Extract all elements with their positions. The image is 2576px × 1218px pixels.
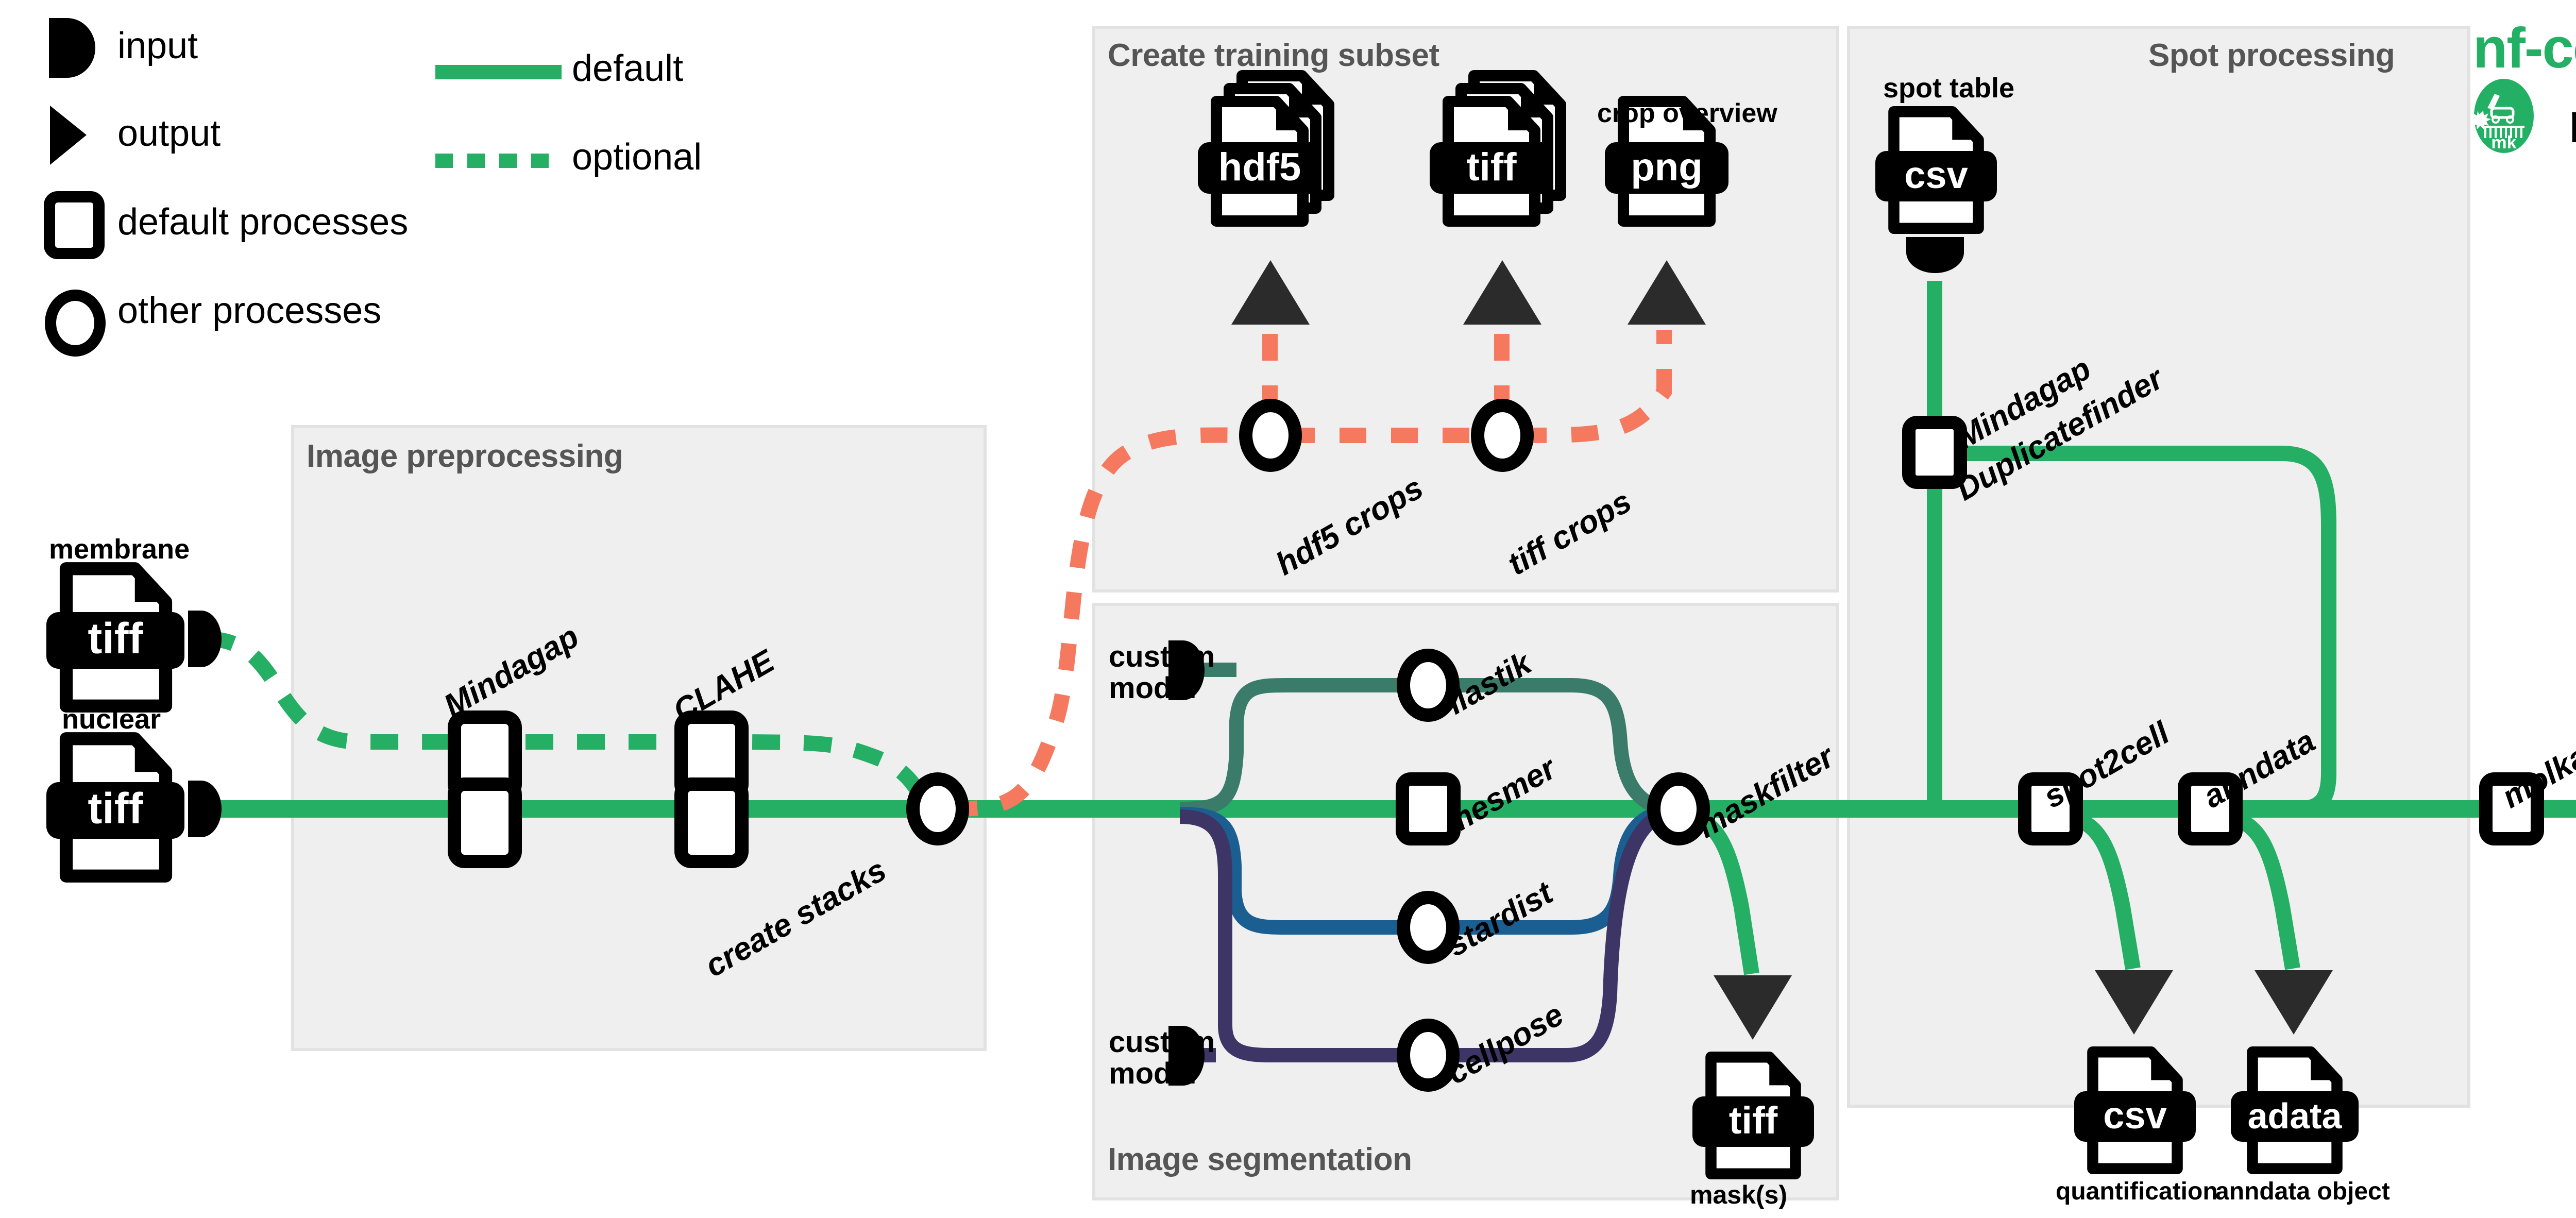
process-hdf5-crops[interactable] (1239, 399, 1302, 472)
process-create-stacks[interactable] (906, 772, 969, 845)
circle-process-icon (45, 290, 106, 357)
input-connector-membrane (188, 611, 222, 667)
file-quantification-csv[interactable]: csv (2074, 1052, 2196, 1169)
file-ext-label: csv (2103, 1094, 2166, 1137)
label-crop-overview: crop overview (1597, 98, 1777, 128)
output-arrow-anndata (2255, 970, 2333, 1035)
process-stardist[interactable] (1397, 891, 1460, 964)
legend-label-default-processes: default processes (117, 201, 409, 243)
process-mindagap[interactable] (448, 711, 522, 868)
output-arrow-png (1628, 260, 1706, 325)
logo-nf-core-text: nf-core/ (2473, 15, 2576, 81)
panel-title-image-segmentation: Image segmentation (1108, 1142, 1412, 1177)
logo-pipeline-text: molkart (2568, 90, 2576, 156)
file-ext-label: tiff (88, 614, 143, 663)
file-tiff-crops[interactable]: tiff (1430, 76, 1561, 221)
file-ext-label: tiff (1466, 145, 1517, 189)
custom-model-bottom-line1: custom (1109, 1025, 1215, 1059)
line-branch-ilastik-out (1448, 678, 1670, 816)
line-branch-ilastik-in (1179, 678, 1409, 816)
process-mindagap-duplicatefinder[interactable] (1902, 416, 1967, 489)
output-triangle-icon (50, 106, 87, 165)
output-arrow-quantification (2095, 970, 2173, 1035)
custom-model-bottom-line2: model (1109, 1056, 1197, 1090)
label-mask-output: mask(s) (1690, 1180, 1787, 1209)
line-membrane-optional (206, 631, 474, 750)
input-dshape-icon (49, 18, 95, 78)
panel-title-image-preprocessing: Image preprocessing (307, 438, 623, 474)
file-ext-label: hdf5 (1218, 145, 1301, 189)
output-arrow-hdf5 (1231, 260, 1310, 325)
square-process-icon (44, 191, 105, 259)
file-spot-table-csv[interactable]: csv (1875, 112, 1997, 229)
lawnmower-icon: mk (2470, 79, 2534, 153)
input-connector-custom-model-bottom (1168, 1026, 1205, 1086)
legend-label-other-processes: other processes (117, 290, 382, 331)
label-spot-table: spot table (1883, 73, 2015, 104)
process-mesmer[interactable] (1396, 772, 1461, 845)
file-nuclear-tiff[interactable]: tiff (46, 739, 184, 876)
file-hdf5-crops[interactable]: hdf5 (1198, 76, 1329, 221)
file-membrane-tiff[interactable]: tiff (46, 569, 184, 706)
line-createstacks-to-hdf5crops (950, 427, 1252, 817)
line-duplicatefinder-right-branch (1963, 446, 2336, 817)
file-ext-label: tiff (1729, 1099, 1778, 1142)
output-arrow-mask (1714, 975, 1792, 1040)
label-custom-model-bottom: custom model (1109, 1025, 1215, 1090)
file-ext-label: tiff (88, 784, 143, 833)
file-ext-label: csv (1904, 154, 1968, 196)
custom-model-top-line1: custom (1109, 640, 1215, 673)
input-connector-spot-table (1906, 237, 1964, 273)
input-connector-nuclear (188, 781, 222, 837)
process-spot2cell[interactable] (2018, 772, 2083, 845)
file-ext-label: png (1631, 145, 1702, 189)
legend-label-output: output (117, 113, 221, 154)
legend-label-input: input (117, 25, 198, 66)
panel-title-create-training-subset: Create training subset (1108, 38, 1439, 73)
process-maskfilter[interactable] (1647, 772, 1710, 845)
file-anndata-object[interactable]: adata (2231, 1052, 2359, 1169)
process-anndata[interactable] (2178, 772, 2243, 845)
label-membrane: membrane (49, 534, 190, 565)
output-arrow-tiff (1463, 260, 1541, 325)
legend-label-default-line: default (572, 48, 684, 89)
file-ext-label: adata (2248, 1096, 2343, 1136)
file-mask-tiff[interactable]: tiff (1692, 1057, 1814, 1174)
line-anndata-to-adata (2233, 811, 2300, 970)
logo-org: nf-core (2473, 16, 2576, 80)
panel-title-spot-processing: Spot processing (2148, 38, 2395, 73)
input-connector-custom-model-top (1168, 640, 1205, 700)
file-crop-overview[interactable]: png (1605, 102, 1728, 221)
line-branch-cellpose-in (1179, 809, 1409, 1062)
custom-model-top-line2: model (1109, 671, 1197, 705)
label-nuclear: nuclear (62, 704, 161, 735)
label-custom-model-top: custom model (1109, 641, 1215, 704)
process-cellpose[interactable] (1397, 1019, 1460, 1092)
process-ilastik[interactable] (1397, 649, 1460, 722)
logo-badge-text: mk (2491, 133, 2516, 153)
process-tiff-crops[interactable] (1471, 399, 1534, 472)
label-anndata-output: anndata object (2215, 1178, 2390, 1205)
process-molkartqc[interactable] (2479, 772, 2544, 845)
line-spot2cell-to-quantification (2073, 811, 2141, 970)
label-quantification-output: quantification (2056, 1178, 2218, 1205)
process-clahe[interactable] (674, 711, 749, 868)
legend-label-optional-line: optional (572, 137, 702, 178)
line-branch-cellpose-out (1448, 806, 1671, 1062)
